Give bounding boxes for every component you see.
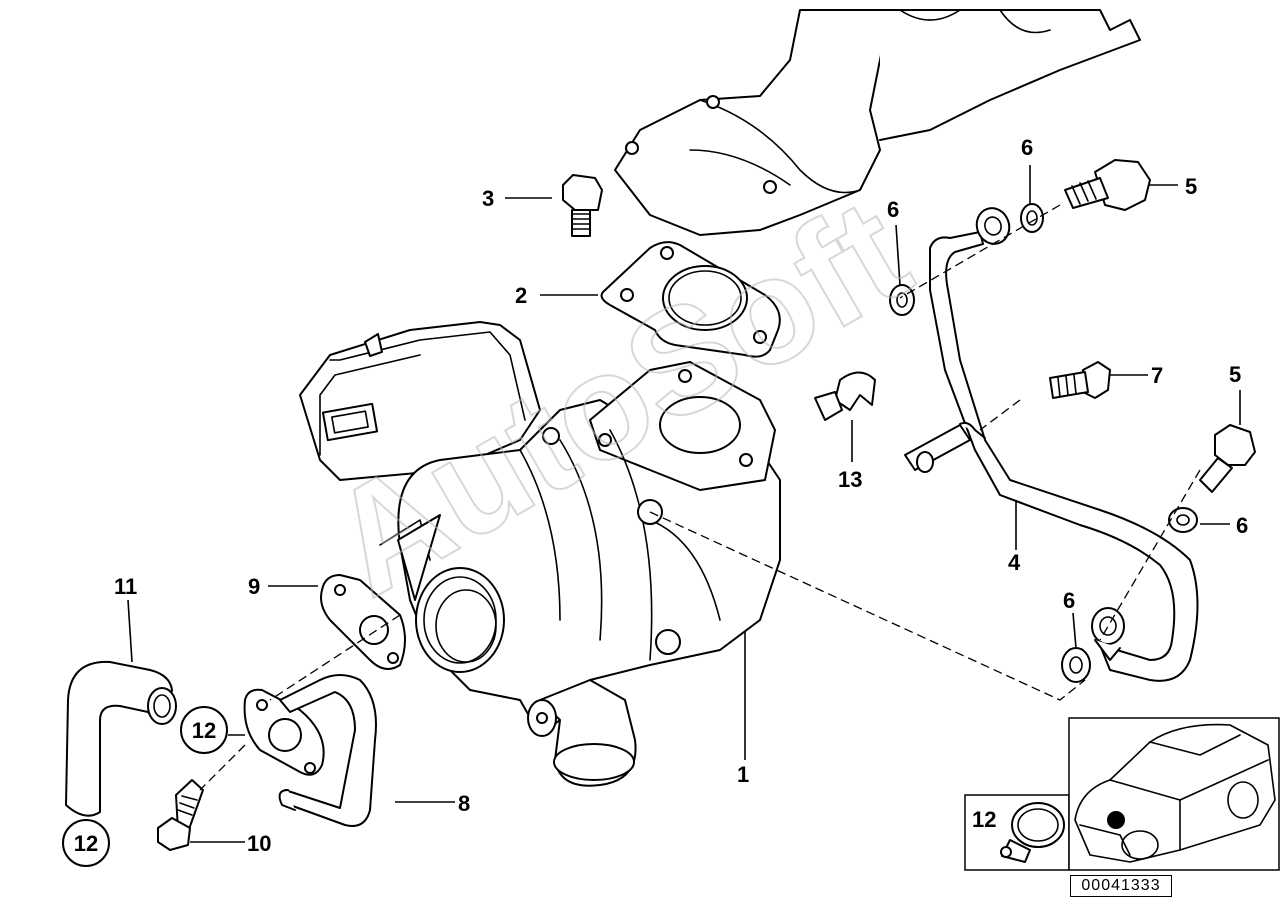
hose-clamp-inset: 12	[964, 794, 1070, 871]
washer-6-d	[1061, 647, 1091, 683]
bolt-7	[1049, 361, 1111, 399]
leader-lines	[127, 165, 1241, 843]
turbocharger-1	[299, 321, 781, 787]
washer-6-b	[889, 284, 915, 316]
washer-6-a	[1020, 203, 1044, 233]
document-number: 00041333	[1070, 875, 1172, 897]
bolt-3	[562, 174, 603, 237]
callout-2: 2	[515, 283, 527, 308]
gasket-2	[600, 241, 781, 358]
callout-3: 3	[482, 186, 494, 211]
exhaust-manifold	[614, 9, 1141, 236]
banjo-bolt-5-top	[1064, 159, 1151, 211]
callout-12-circle-upper: 12	[180, 706, 228, 754]
callout-13: 13	[838, 467, 862, 492]
assembly-lines	[199, 204, 1201, 791]
oil-return-line-8	[243, 674, 377, 827]
banjo-bolt-5-right	[1199, 424, 1256, 493]
callout-9: 9	[248, 574, 260, 599]
callout-6-right: 6	[1236, 513, 1248, 538]
washer-6-c	[1168, 507, 1198, 533]
callout-6-top: 6	[1021, 135, 1033, 160]
callout-11: 11	[114, 574, 137, 599]
clip-13	[814, 371, 876, 421]
location-marker-icon	[1107, 811, 1125, 829]
callout-12-circle-lower: 12	[62, 819, 110, 867]
callout-12-upper: 12	[192, 718, 216, 743]
hose-11	[65, 660, 177, 817]
callout-5-top: 5	[1185, 174, 1197, 199]
callout-6-left: 6	[887, 197, 899, 222]
callout-5-right: 5	[1229, 362, 1241, 387]
callout-1: 1	[737, 762, 749, 787]
callout-12-lower: 12	[74, 831, 98, 856]
callout-10: 10	[247, 831, 271, 856]
callout-6-bottom: 6	[1063, 588, 1075, 613]
callout-7: 7	[1151, 363, 1163, 388]
callout-labels: 3 2 1 4 5 5 6 6 6 6 7 8 9 10 11 13	[114, 135, 1248, 856]
callout-4: 4	[1008, 550, 1021, 575]
gasket-9	[320, 574, 406, 670]
callout-8: 8	[458, 791, 470, 816]
bolt-10	[157, 779, 204, 851]
car-locator-inset	[1068, 717, 1280, 871]
callout-12-inset: 12	[972, 807, 996, 832]
oil-feed-line-4	[904, 207, 1199, 682]
